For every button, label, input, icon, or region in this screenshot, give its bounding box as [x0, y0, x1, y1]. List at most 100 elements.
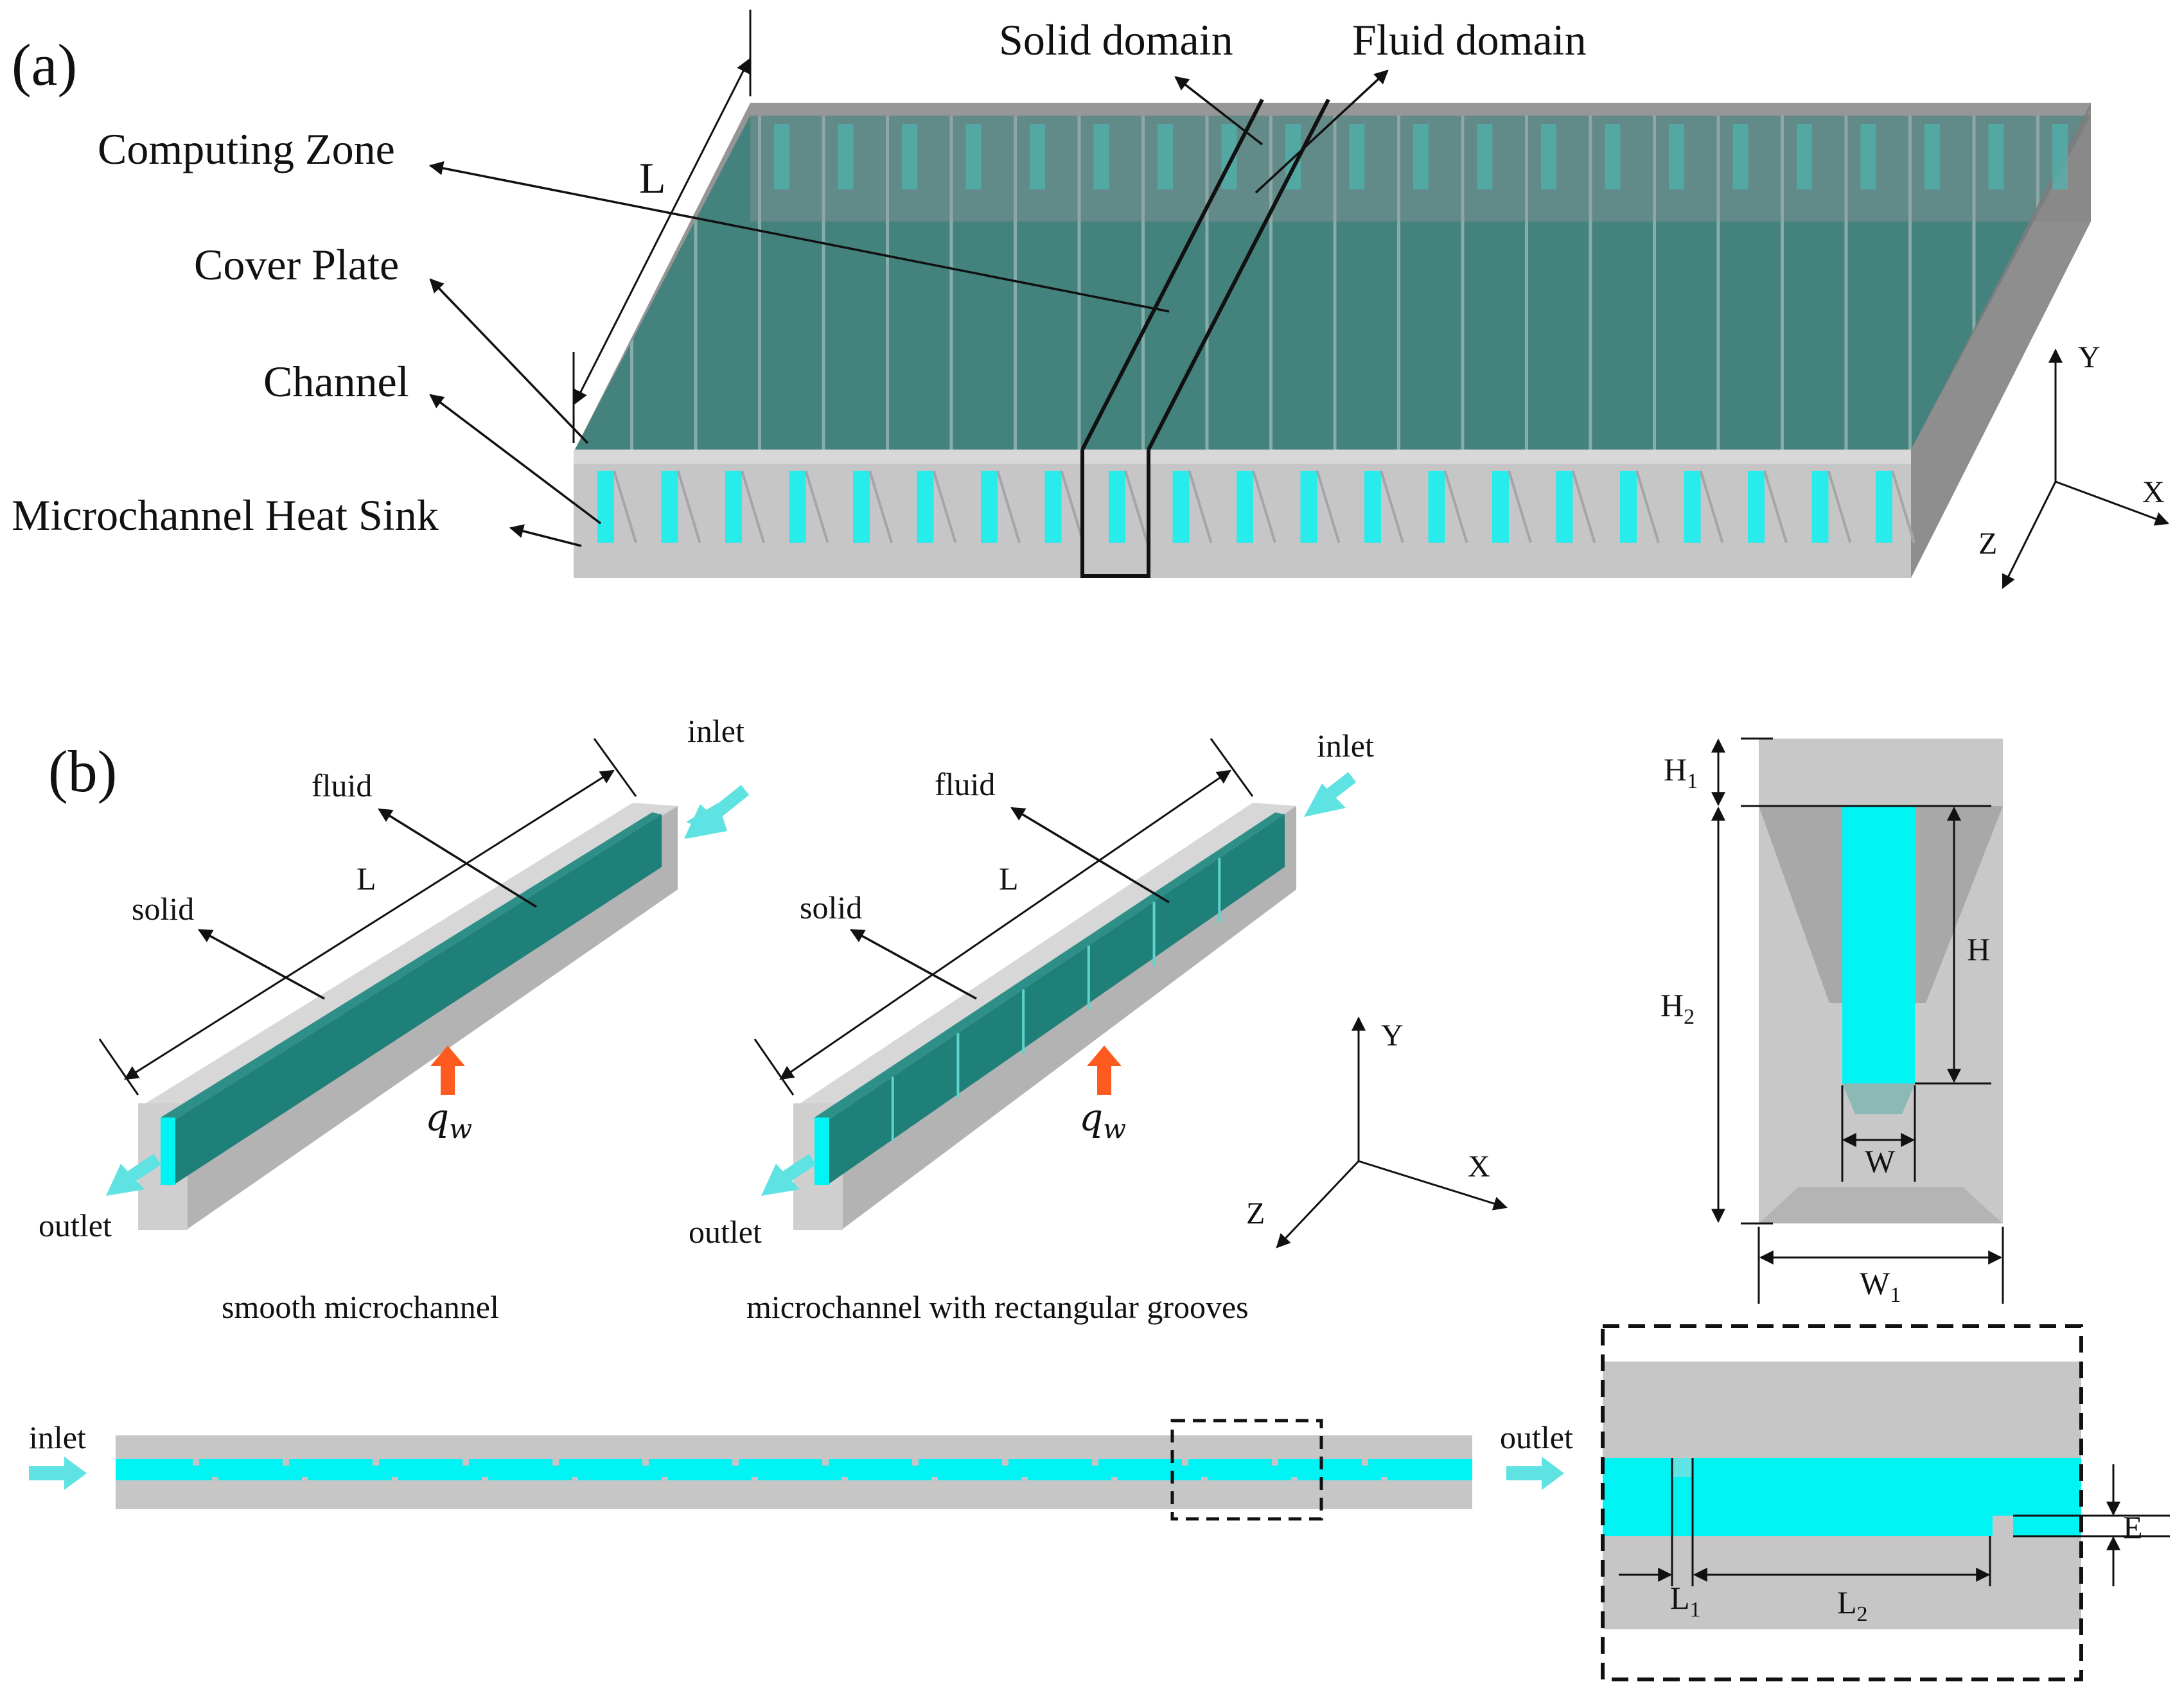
h2-label: H2	[1660, 987, 1695, 1029]
front-channel	[661, 471, 678, 543]
axis-z-b: Z	[1246, 1196, 1265, 1231]
front-channel	[1237, 471, 1253, 543]
front-channel-wall	[868, 470, 893, 543]
grooved-outlet-head	[761, 1164, 800, 1196]
side-groove-mark	[1381, 1477, 1387, 1484]
grooved-heat-flux-label: qw	[1079, 1096, 1126, 1144]
channel-label: Channel	[263, 357, 409, 406]
front-channel-wall	[1699, 470, 1724, 543]
back-channel	[774, 124, 789, 189]
computing-zone-left-slant	[1080, 98, 1264, 451]
front-channel-wall	[1380, 470, 1404, 543]
back-channel	[1030, 124, 1045, 189]
leader-channel	[429, 394, 602, 525]
front-channel	[1109, 471, 1125, 543]
smooth-dim-tick-left	[98, 1038, 139, 1096]
smooth-solid-label: solid	[132, 891, 194, 927]
front-channel	[725, 471, 742, 543]
panel-b-label: (b)	[48, 739, 117, 804]
back-channel	[1158, 124, 1173, 189]
axis-x-a: X	[2142, 475, 2165, 509]
grooved-microchannel: L fluid solid inlet outlet qw microchann…	[689, 728, 1374, 1325]
w-label: W	[1865, 1143, 1896, 1179]
side-view-detail-box	[1170, 1419, 1323, 1521]
heat-sink-label: Microchannel Heat Sink	[12, 491, 439, 539]
side-groove-mark	[1272, 1459, 1278, 1466]
side-view-outlet-arrow-head	[1542, 1457, 1564, 1490]
side-view-grooves	[193, 1459, 1387, 1484]
axes-a: Y X Z	[1978, 340, 2170, 589]
axis-y-a: Y	[2078, 340, 2100, 374]
smooth-heat-arrow-shaft	[441, 1063, 455, 1095]
smooth-dim-l	[124, 769, 615, 1080]
side-groove-mark	[462, 1459, 469, 1466]
smooth-outlet-head	[106, 1164, 145, 1196]
grooved-fluid-top	[815, 812, 1285, 1121]
side-groove-mark	[1002, 1459, 1008, 1466]
side-groove-mark	[642, 1459, 649, 1466]
h1-label: H1	[1664, 751, 1698, 793]
smooth-heat-flux-label: qw	[425, 1096, 472, 1144]
cover-plate-label: Cover Plate	[194, 240, 399, 289]
front-channel-wall	[741, 470, 765, 543]
smooth-fluid-label: fluid	[312, 767, 372, 803]
back-channel	[1477, 124, 1493, 189]
front-channel	[789, 471, 806, 543]
back-channel	[1732, 124, 1748, 189]
back-channel	[838, 124, 854, 189]
leader-fluid-domain	[1255, 69, 1389, 194]
w1-label: W1	[1860, 1265, 1901, 1307]
smooth-caption: smooth microchannel	[222, 1289, 499, 1325]
axis-x-b: X	[1468, 1150, 1490, 1184]
detail-groove-right-block	[1993, 1516, 2013, 1536]
cross-section-bottom-trapezoid	[1759, 1187, 2003, 1223]
side-groove-mark	[193, 1459, 199, 1466]
cross-section-fluid	[1842, 806, 1915, 1083]
front-channel-wall	[1635, 470, 1660, 543]
side-groove-mark	[283, 1459, 289, 1466]
front-channels	[597, 470, 1915, 543]
smooth-inlet-arrow-shaft	[702, 785, 750, 826]
smooth-outlet-label: outlet	[39, 1207, 112, 1243]
front-channel	[917, 471, 934, 543]
side-groove-mark	[752, 1477, 758, 1484]
leader-grooved-fluid	[1010, 807, 1170, 904]
grooved-inlet-head	[1304, 784, 1346, 817]
front-channel-wall	[1763, 470, 1788, 543]
smooth-fluid-front	[161, 1117, 175, 1185]
grooved-heat-arrow-shaft	[1097, 1063, 1111, 1095]
grooved-heat-arrow-head	[1087, 1046, 1122, 1066]
side-groove-mark	[732, 1459, 739, 1466]
front-channel-wall	[1891, 470, 1915, 543]
cross-section-groove	[1842, 1083, 1915, 1114]
side-groove-mark	[662, 1477, 668, 1484]
detail-view: L1 L2 E	[1601, 1324, 2170, 1681]
l1-label: L1	[1670, 1580, 1701, 1622]
side-groove-mark	[1182, 1459, 1188, 1466]
leader-smooth-fluid	[378, 808, 537, 908]
front-channel	[1748, 471, 1765, 543]
panel-b: (b) L fluid solid inlet outlet	[29, 713, 2170, 1681]
detail-solid-bottom	[1603, 1536, 2081, 1629]
smooth-fluid-top	[161, 812, 662, 1121]
computing-zone-outline	[1080, 450, 1150, 578]
l2-label: L2	[1837, 1584, 1868, 1626]
detail-frame	[1601, 1324, 2083, 1681]
axes-b: Y X Z	[1246, 1016, 1508, 1248]
back-channel	[1349, 124, 1365, 189]
back-channel	[902, 124, 917, 189]
front-channel	[1620, 471, 1637, 543]
grooved-caption: microchannel with rectangular grooves	[746, 1289, 1249, 1325]
front-channel	[1428, 471, 1445, 543]
grooved-dim-tick-right	[1210, 738, 1254, 797]
front-channel	[1876, 471, 1892, 543]
front-channel-wall	[1252, 470, 1276, 543]
back-channel	[1541, 124, 1556, 189]
axis-y-b: Y	[1381, 1019, 1404, 1053]
leader-heat-sink	[509, 524, 582, 547]
grooved-fluid-label: fluid	[935, 766, 995, 802]
front-channel-wall	[1508, 470, 1532, 543]
side-groove-mark	[572, 1477, 578, 1484]
h-label: H	[1967, 931, 1990, 967]
